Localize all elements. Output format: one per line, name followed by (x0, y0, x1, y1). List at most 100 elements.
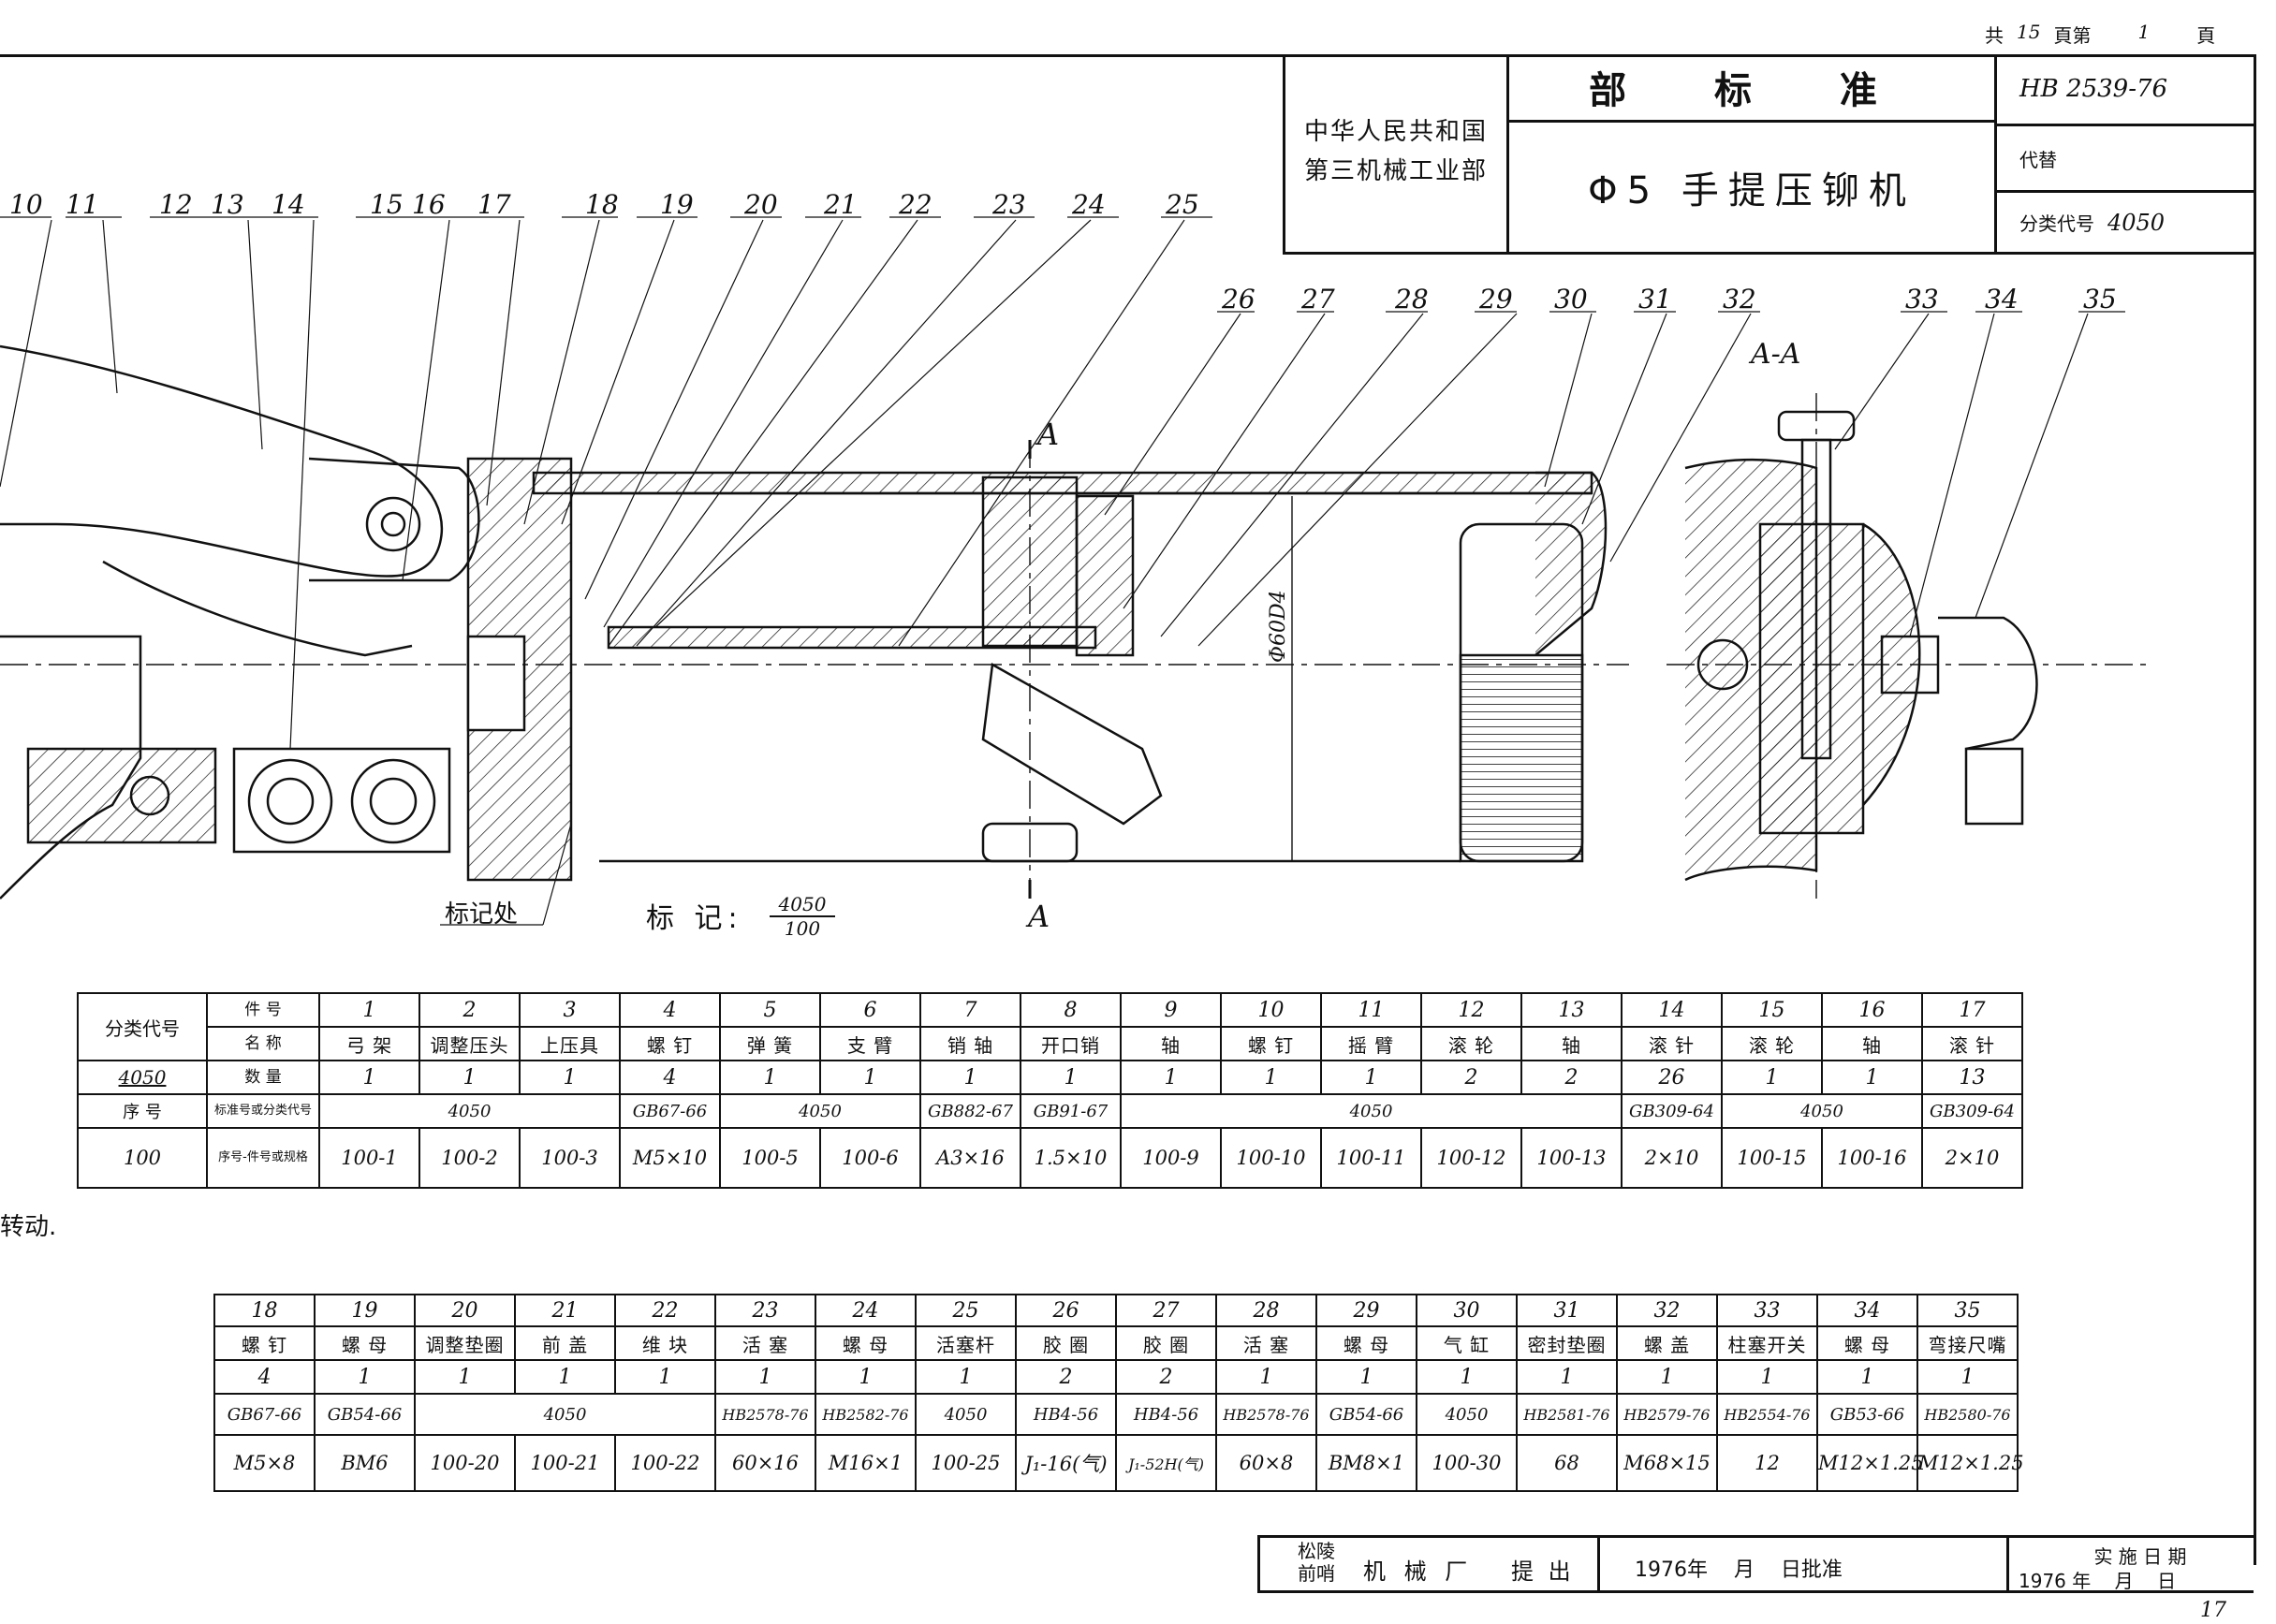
spec: BM6 (314, 1434, 416, 1492)
part-name: 密封垫圈 (1516, 1325, 1618, 1361)
item-number: 14 (1621, 992, 1723, 1028)
standard-code: GB309-64 (1621, 1093, 1723, 1129)
quantity: 1 (1220, 1060, 1322, 1095)
part-name: 螺 钉 (213, 1325, 316, 1361)
item-number: 6 (819, 992, 921, 1028)
section-label-bottom: A (1025, 899, 1050, 934)
item-number: 34 (1816, 1294, 1918, 1327)
piston-rod (607, 625, 1097, 650)
replaces-label: 代替 (2019, 148, 2057, 171)
valve-housing (1758, 522, 1865, 835)
part-name: 滚 轮 (1420, 1026, 1522, 1061)
item-number: 11 (1320, 992, 1422, 1028)
item-number: 10 (1220, 992, 1322, 1028)
part-name: 螺 钉 (619, 1026, 721, 1061)
part-name: 摇 臂 (1320, 1026, 1422, 1061)
quantity: 1 (1816, 1359, 1918, 1395)
seq-label-cell: 序 号 (77, 1093, 208, 1129)
standard-code: GB54-66 (314, 1393, 416, 1436)
seq-value-cell: 100 (77, 1127, 208, 1189)
item-number: 9 (1120, 992, 1222, 1028)
seq-label: 序 号 (123, 1103, 162, 1122)
lower-jaw (26, 747, 217, 844)
part-name: 弯接尺嘴 (1916, 1325, 2019, 1361)
item-number: 22 (614, 1294, 716, 1327)
item-number: 26 (1015, 1294, 1117, 1327)
item-number: 23 (714, 1294, 816, 1327)
item-number: 30 (1416, 1294, 1518, 1327)
item-number: 18 (213, 1294, 316, 1327)
standard-code: GB54-66 (1315, 1393, 1417, 1436)
item-number: 5 (719, 992, 821, 1028)
spec: 100-25 (915, 1434, 1017, 1492)
spec: 2×10 (1621, 1127, 1723, 1189)
page-suffix: 頁 (2196, 24, 2216, 47)
spec: A3×16 (919, 1127, 1021, 1189)
item-number: 21 (514, 1294, 616, 1327)
part-name: 气 缸 (1416, 1325, 1518, 1361)
country-name: 中华人民共和国 (1303, 117, 1488, 146)
spec: 100-15 (1721, 1127, 1823, 1189)
page-total-prefix: 共 (1985, 24, 2004, 47)
footer-impl-label: 实 施 日 期 (2093, 1545, 2187, 1568)
item-number: 16 (1821, 992, 1923, 1028)
class-code-value: 4050 (2107, 209, 2166, 236)
class-code-label: 分类代号 (105, 1017, 180, 1040)
standard-code: 4050 (719, 1093, 921, 1129)
spec: 12 (1716, 1434, 1818, 1492)
standard-code: 4050 (1120, 1093, 1623, 1129)
callout-26: 26 (1221, 284, 1255, 315)
standard-code: HB4-56 (1115, 1393, 1217, 1436)
part-name: 活 塞 (714, 1325, 816, 1361)
part-name: 螺 母 (1315, 1325, 1417, 1361)
item-number: 24 (815, 1294, 917, 1327)
spec: 100-30 (1416, 1434, 1518, 1492)
part-name: 胶 圈 (1015, 1325, 1117, 1361)
callout-33: 33 (1905, 284, 1939, 315)
top-border-line (0, 54, 2256, 57)
standard-code: GB67-66 (213, 1393, 316, 1436)
spec: M16×1 (815, 1434, 917, 1492)
callout-19: 19 (660, 189, 694, 220)
right-border-line (2254, 255, 2256, 1565)
part-name: 弹 簧 (719, 1026, 821, 1061)
item-number: 17 (1921, 992, 2023, 1028)
item-number: 15 (1721, 992, 1823, 1028)
mark-numerator: 4050 (770, 893, 835, 917)
callout-27: 27 (1300, 284, 1335, 315)
quantity: 2 (1420, 1060, 1522, 1095)
class-code-label: 分类代号 (2019, 212, 2094, 235)
side-note: 转动. (0, 1213, 57, 1241)
arm (308, 457, 480, 582)
part-name: 轴 (1821, 1026, 1923, 1061)
part-name: 螺 母 (1816, 1325, 1918, 1361)
title-block: 中华人民共和国 第三机械工业部 部 标 准 Φ5 手提压铆机 HB 2539-7… (1283, 54, 2256, 255)
nozzle-35 (1964, 747, 2024, 826)
spec: 2×10 (1921, 1127, 2023, 1189)
section-view-label: A-A (1748, 338, 1800, 371)
row-label: 序号-件号或规格 (206, 1127, 320, 1189)
class-code-cell: 分类代号 (77, 992, 208, 1061)
spec: 100-11 (1320, 1127, 1422, 1189)
part-name: 螺 母 (314, 1325, 416, 1361)
knurled-cap (1459, 653, 1584, 863)
callout-25: 25 (1165, 189, 1199, 220)
item-number: 25 (915, 1294, 1017, 1327)
page-mid: 頁第 (2053, 24, 2092, 47)
mark-label: 标 记: (646, 902, 743, 935)
standard-code: 4050 (1416, 1393, 1518, 1436)
spec: 100-12 (1420, 1127, 1522, 1189)
footer-org: 松陵 前哨 (1298, 1540, 1335, 1585)
class-code-value: 4050 (118, 1066, 167, 1089)
standard-code: GB67-66 (619, 1093, 721, 1129)
class-code-value-cell: 4050 (77, 1060, 208, 1095)
spec: M5×8 (213, 1434, 316, 1492)
standard-code: HB2578-76 (714, 1393, 816, 1436)
arm-pivot (365, 496, 421, 552)
quantity: 1 (1821, 1060, 1923, 1095)
spec: J₁-16(气) (1015, 1434, 1117, 1492)
standard-code: HB2578-76 (1215, 1393, 1317, 1436)
part-name: 开口销 (1020, 1026, 1122, 1061)
